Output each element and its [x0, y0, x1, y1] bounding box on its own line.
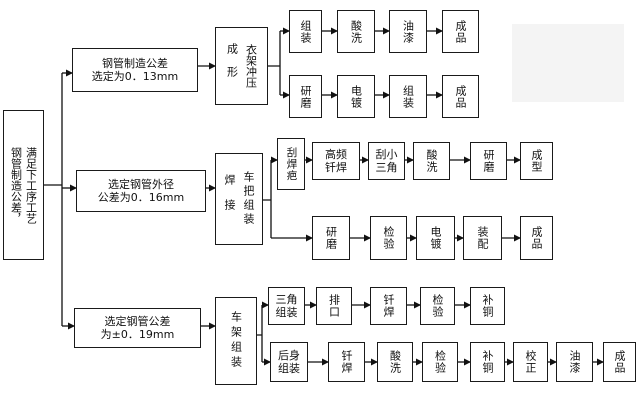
branch2-route-a-step4: 酸洗	[413, 142, 450, 180]
branch3-route-b-step4: 检验	[422, 342, 458, 382]
branch2-route-a-step2: 高频钎焊	[312, 142, 360, 180]
root-box: 钢管制造公差， 满足下工序工艺	[3, 110, 44, 260]
branch1-route-b-step2: 电镀	[337, 75, 375, 118]
branch3-route-b-step8: 成品	[603, 342, 636, 382]
branch1-route-a-step3: 油漆	[389, 10, 427, 53]
branch1-route-a-step1: 组装	[289, 10, 322, 53]
branch1-stage-box: 成形 衣架冲压	[215, 27, 268, 105]
branch3-route-b-step1: 后身组装	[270, 342, 308, 382]
branch3-route-a-step3: 钎焊	[370, 287, 407, 325]
paper-patch	[512, 24, 624, 102]
branch2-route-b-step2: 检验	[370, 216, 407, 260]
branch1-route-a-step4: 成品	[442, 10, 479, 53]
branch1-spec-line1: 钢管制造公差	[102, 57, 168, 70]
branch3-route-b-step7: 油漆	[556, 342, 593, 382]
branch3-spec-box: 选定钢管公差 为±0．19mm	[74, 308, 201, 348]
branch3-route-b-step5: 补铜	[470, 342, 505, 382]
branch3-spec-line1: 选定钢管公差	[104, 315, 171, 328]
branch2-route-b-step5: 成品	[520, 216, 553, 260]
branch3-route-a-step5: 补铜	[470, 287, 505, 325]
branch2-route-a-step3: 刮小三角	[368, 142, 405, 180]
branch3-route-b-step6: 校正	[513, 342, 548, 382]
branch2-route-b-step1: 研磨	[312, 216, 350, 260]
branch2-route-b-step4: 装配	[463, 216, 502, 260]
branch2-route-a-step3-label: 刮小三角	[375, 148, 398, 174]
b3-fork	[257, 305, 263, 362]
branch2-stage-col1: 焊接	[223, 174, 236, 224]
branch3-route-b-step1-label: 后身组装	[278, 349, 300, 375]
branch2-route-b-step3: 电镀	[416, 216, 455, 260]
branch1-route-b-step3: 组装	[389, 75, 427, 118]
branch2-stage-col2: 车把组装	[242, 171, 255, 227]
branch1-spec-line2: 选定为0．13mm	[91, 70, 179, 83]
branch2-stage-box: 焊接 车把组装	[215, 153, 263, 245]
branch2-route-a-step6: 成型	[520, 142, 553, 180]
branch2-route-a-step2-label: 高频钎焊	[325, 148, 347, 174]
branch1-stage-col2: 衣架冲压	[244, 44, 258, 88]
branch3-route-a-step4: 检验	[420, 287, 455, 325]
root-col2: 钢管制造公差，	[9, 146, 23, 224]
branch2-route-a-step5: 研磨	[470, 142, 507, 180]
branch2-route-a-step1: 刮焊疤	[277, 138, 305, 190]
branch1-route-b-step4: 成品	[442, 75, 479, 118]
b1-fork	[268, 31, 281, 95]
branch3-route-a-step1: 三角组装	[268, 287, 305, 325]
branch3-route-b-step3: 酸洗	[377, 342, 413, 382]
branch3-spec-line2: 为±0．19mm	[100, 328, 175, 341]
root-col1: 满足下工序工艺	[24, 146, 38, 224]
branch3-route-a-step1-label: 三角组装	[275, 293, 298, 319]
branch3-route-a-step2: 排口	[316, 287, 352, 325]
branch1-route-b-step1: 研磨	[289, 75, 322, 118]
branch3-stage-box: 车架组装	[215, 297, 257, 385]
branch1-route-a-step2: 酸洗	[337, 10, 375, 53]
branch3-route-b-step2: 钎焊	[328, 342, 365, 382]
branch2-spec-line1: 选定钢管外径	[108, 178, 174, 191]
branch2-spec-line2: 公差为0．16mm	[97, 191, 185, 204]
branch1-stage-col1: 成形	[225, 43, 239, 89]
b2-fork	[263, 160, 272, 238]
branch2-spec-box: 选定钢管外径 公差为0．16mm	[76, 170, 206, 212]
branch1-spec-box: 钢管制造公差 选定为0．13mm	[72, 48, 198, 92]
